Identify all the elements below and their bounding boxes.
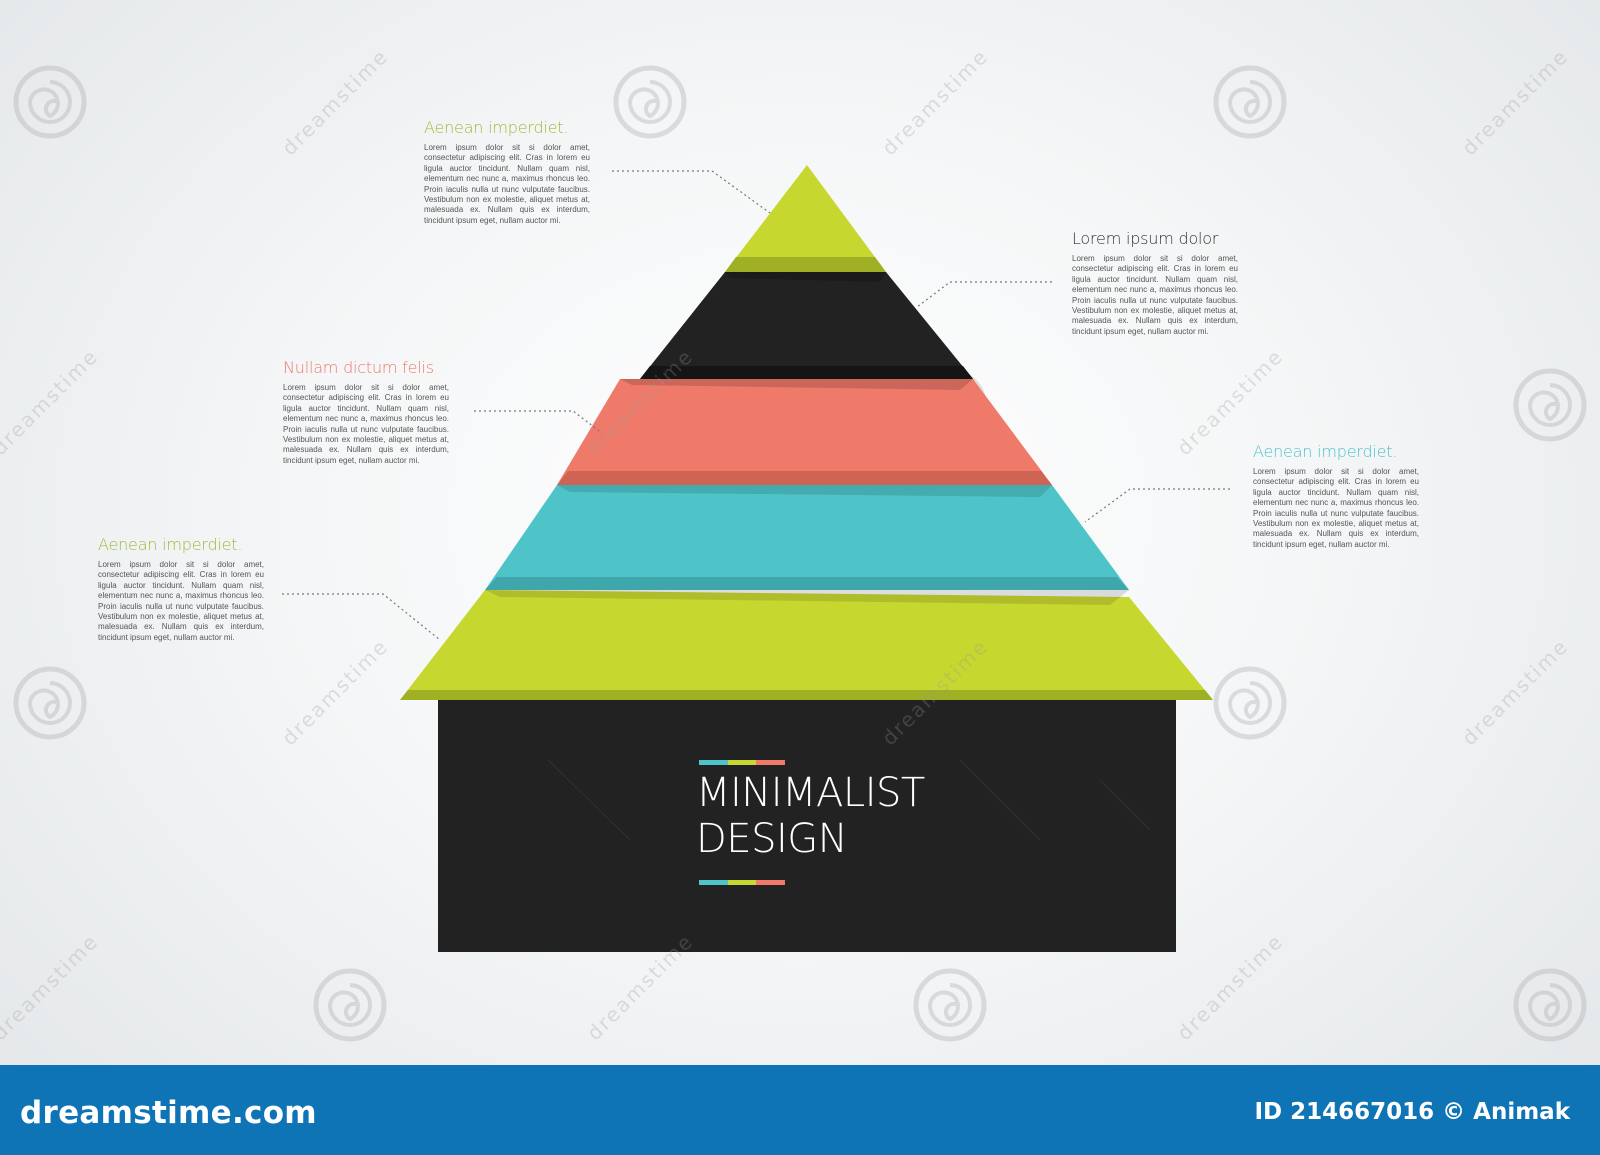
footer-bar: dreamstime.com ID 214667016 © Animak bbox=[0, 1065, 1600, 1155]
callout-mid-left: Nullam dictum felis Lorem ipsum dolor si… bbox=[283, 358, 449, 466]
callout-body: Lorem ipsum dolor sit si dolor amet, con… bbox=[1253, 467, 1419, 549]
layer-5 bbox=[400, 590, 1213, 700]
infographic: dreamstime dreamstime dreamstime dreamst… bbox=[0, 0, 1600, 1065]
callout-title: Nullam dictum felis bbox=[283, 358, 434, 377]
callout-title: Aenean imperdiet. bbox=[424, 118, 569, 137]
layer-1 bbox=[725, 165, 886, 272]
connector-2 bbox=[916, 281, 1052, 308]
connector-lines bbox=[282, 170, 1230, 641]
callout-bottom-left: Aenean imperdiet. Lorem ipsum dolor sit … bbox=[98, 535, 264, 643]
callout-title: Aenean imperdiet. bbox=[1253, 442, 1398, 461]
center-title: MINIMALIST DESIGN bbox=[696, 770, 996, 862]
callout-title: Aenean imperdiet. bbox=[98, 535, 243, 554]
center-title-line1: MINIMALIST bbox=[696, 770, 925, 816]
image-credit: ID 214667016 © Animak bbox=[1254, 1099, 1570, 1125]
callout-top-right: Lorem ipsum dolor Lorem ipsum dolor sit … bbox=[1072, 229, 1238, 337]
connector-3 bbox=[474, 410, 603, 434]
layer-3 bbox=[557, 379, 1052, 485]
callout-body: Lorem ipsum dolor sit si dolor amet, con… bbox=[1072, 254, 1238, 336]
connector-4 bbox=[1084, 488, 1230, 523]
dreamstime-logo[interactable]: dreamstime.com bbox=[20, 1095, 317, 1131]
accent-bar-top bbox=[699, 760, 786, 765]
callout-body: Lorem ipsum dolor sit si dolor amet, con… bbox=[283, 383, 449, 465]
connector-5 bbox=[282, 593, 441, 641]
callout-mid-right: Aenean imperdiet. Lorem ipsum dolor sit … bbox=[1253, 442, 1419, 550]
layer-2 bbox=[640, 272, 973, 379]
callout-title: Lorem ipsum dolor bbox=[1072, 229, 1219, 248]
accent-bar-bottom bbox=[699, 880, 786, 885]
base-block bbox=[438, 700, 1176, 952]
center-title-line2: DESIGN bbox=[696, 816, 848, 862]
base-watermark-lines bbox=[547, 759, 1151, 841]
callout-body: Lorem ipsum dolor sit si dolor amet, con… bbox=[424, 143, 590, 225]
pyramid-diagram bbox=[0, 0, 1600, 1065]
callout-body: Lorem ipsum dolor sit si dolor amet, con… bbox=[98, 560, 264, 642]
layer-4 bbox=[485, 485, 1129, 590]
callout-top-left: Aenean imperdiet. Lorem ipsum dolor sit … bbox=[424, 118, 590, 226]
connector-1 bbox=[612, 170, 771, 214]
